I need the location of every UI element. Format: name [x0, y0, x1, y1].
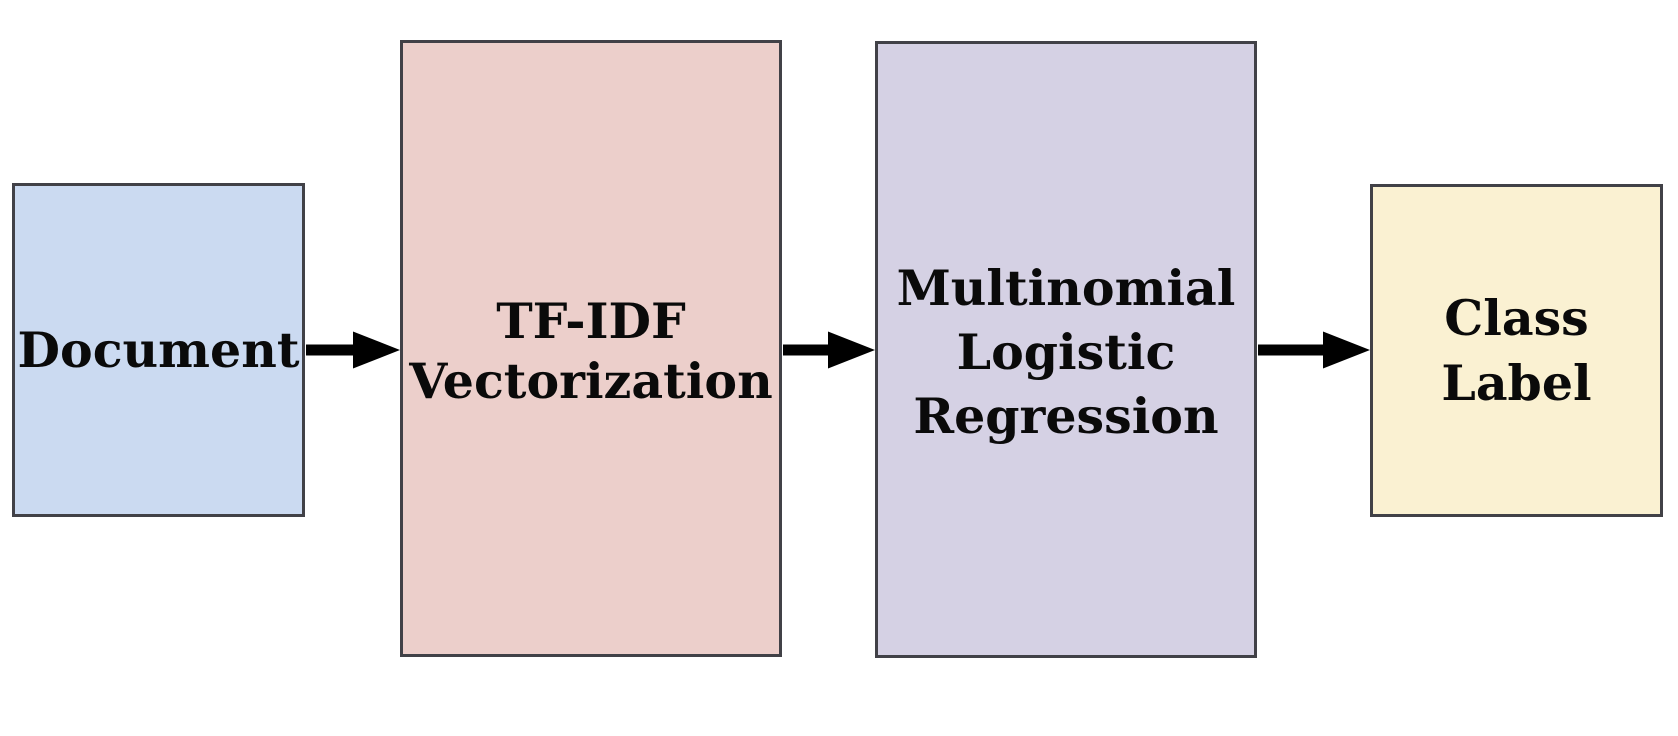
- node-label-line: Document: [18, 321, 300, 379]
- node-label-line: TF-IDF: [496, 292, 686, 350]
- arrow-head: [1323, 331, 1370, 369]
- arrow-shaft: [306, 344, 356, 356]
- arrow-shaft: [783, 344, 831, 356]
- node-label-line: Multinomial: [897, 259, 1236, 317]
- node-label-line: Class: [1444, 289, 1589, 347]
- node-box: [12, 183, 305, 517]
- arrow-head: [828, 331, 875, 369]
- node-label-line: Vectorization: [408, 352, 772, 410]
- arrow-shaft: [1258, 344, 1326, 356]
- node-box: [400, 40, 782, 657]
- arrow-mlr-to-class-label: [1258, 331, 1370, 369]
- node-tfidf-vectorization: TF-IDF Vectorization: [400, 40, 782, 657]
- node-box: [875, 41, 1257, 658]
- node-label-line: Regression: [913, 387, 1218, 445]
- node-class-label: Class Label: [1370, 184, 1663, 517]
- arrow-tfidf-to-mlr: [783, 331, 875, 369]
- node-label-line: Logistic: [957, 323, 1176, 381]
- node-document: Document: [12, 183, 305, 517]
- node-label-line: Label: [1441, 354, 1591, 412]
- node-box: [1370, 184, 1663, 517]
- arrow-document-to-tfidf: [306, 331, 400, 369]
- node-multinomial-logistic-regression: Multinomial Logistic Regression: [875, 41, 1257, 658]
- arrow-head: [353, 331, 400, 369]
